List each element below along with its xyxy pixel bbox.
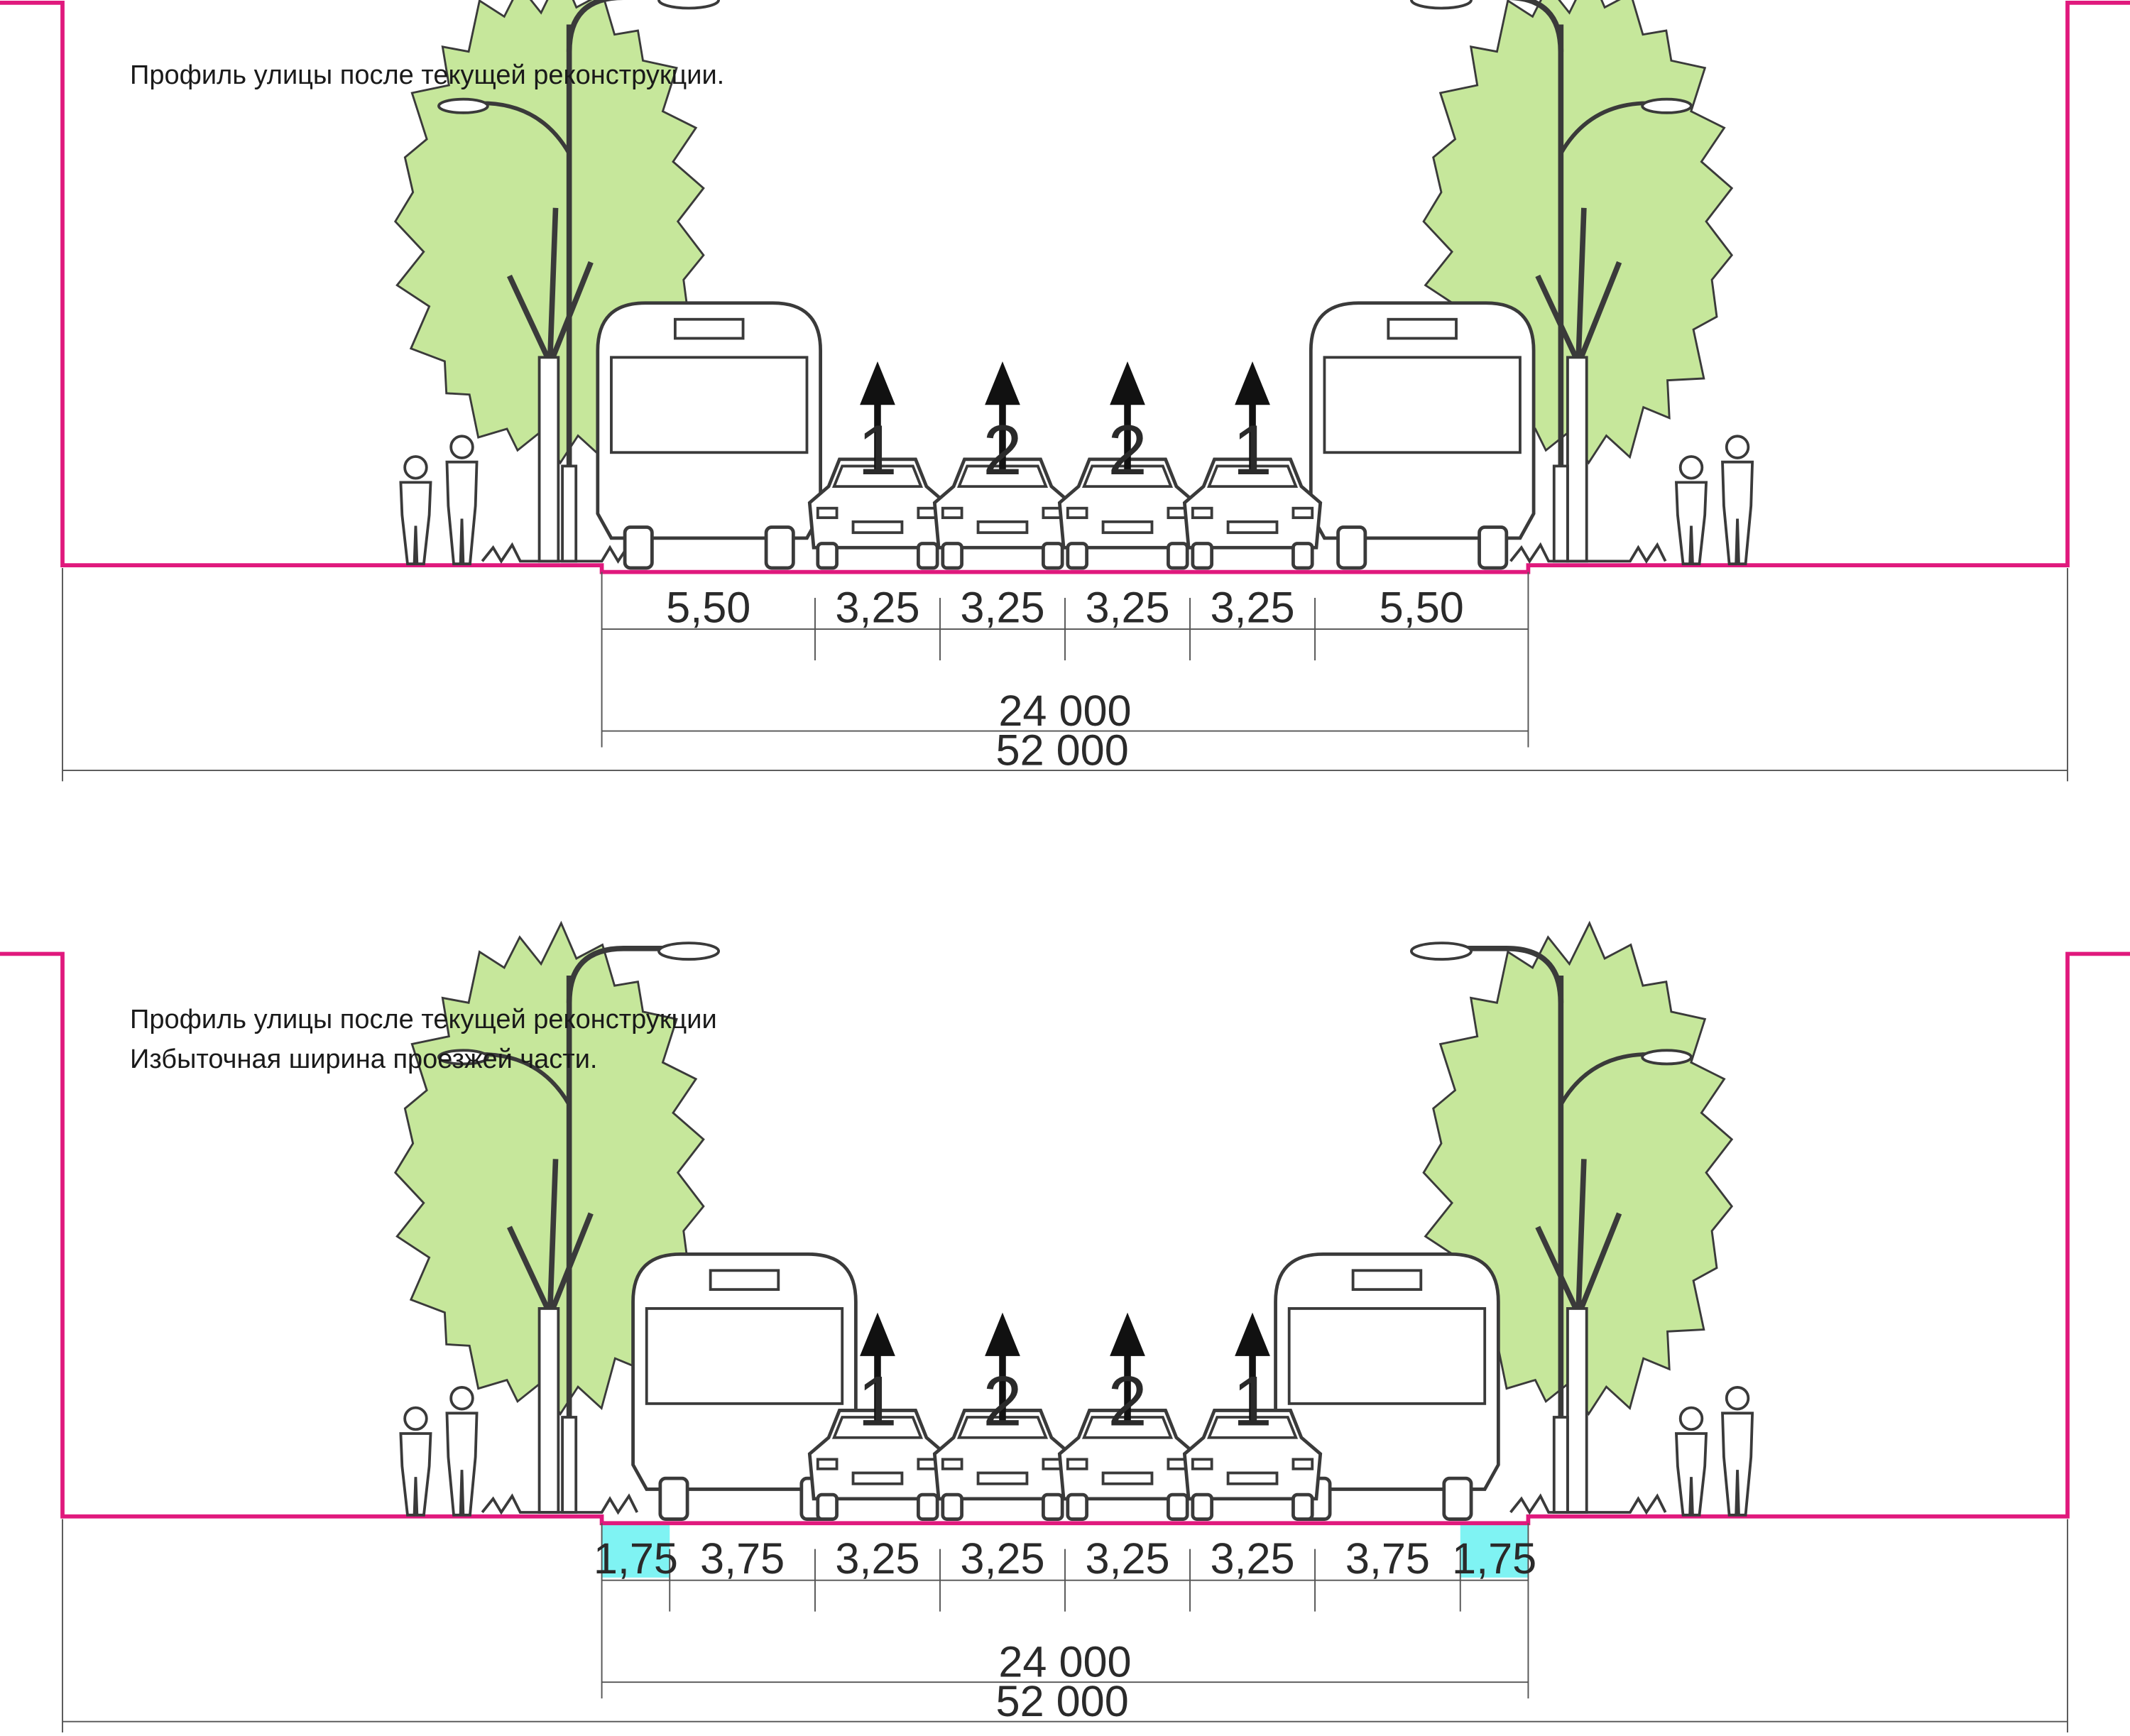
section-2-profile: 1,75 3,75 3,25 3,25 3,25 3,25 3,75 1,75 24 00052… xyxy=(0,920,2130,1733)
lane-width-label: 3,25 xyxy=(1210,1534,1294,1583)
lane-number: 1 xyxy=(1233,411,1272,490)
lane-width-label: 3,75 xyxy=(700,1534,785,1583)
pedestrians-icon xyxy=(399,1386,479,1517)
pedestrians-icon xyxy=(1674,435,1754,566)
lane-number: 2 xyxy=(1108,1362,1147,1441)
lane-width-label: 3,25 xyxy=(1210,583,1294,631)
arrow-up-icon xyxy=(1110,1312,1145,1424)
car-icon xyxy=(1182,457,1323,570)
lane-width-label: 5,50 xyxy=(1380,583,1464,631)
arrow-up-icon xyxy=(985,361,1020,473)
car-icon xyxy=(1057,457,1198,570)
lane-width-label: 3,25 xyxy=(835,1534,919,1583)
lane-width-label: 3,25 xyxy=(960,1534,1044,1583)
pedestrians-icon xyxy=(1674,1386,1754,1517)
arrow-up-icon xyxy=(860,1312,895,1424)
arrow-up-icon xyxy=(1235,361,1270,473)
lane-width-label: 3,25 xyxy=(1085,1534,1169,1583)
arrow-up-icon xyxy=(1110,361,1145,473)
roadway-total-label: 24 000 xyxy=(998,1638,1131,1686)
bus-icon xyxy=(596,301,823,570)
arrow-up-icon xyxy=(985,1312,1020,1424)
lane-width-label: 5,50 xyxy=(666,583,750,631)
bus-icon xyxy=(1309,301,1536,570)
lane-width-label: 3,75 xyxy=(1345,1534,1430,1583)
section-1-title-line-1: Профиль улицы после текущей реконструкци… xyxy=(130,60,725,90)
lane-width-label: 3,25 xyxy=(1085,583,1169,631)
section-2-title: Профиль улицы после текущей реконструкци… xyxy=(130,1000,717,1079)
lane-number: 1 xyxy=(858,411,897,490)
lane-width-label: 1,75 xyxy=(1452,1534,1536,1583)
lane-width-label: 3,25 xyxy=(960,583,1044,631)
street-lamp-icon xyxy=(1409,0,1693,563)
street-lamp-icon xyxy=(1409,941,1693,1514)
tree-icon xyxy=(393,920,705,1515)
tree-icon xyxy=(1422,920,1734,1515)
lane-width-label: 3,25 xyxy=(835,583,919,631)
street-lamp-icon xyxy=(437,0,721,563)
pedestrians-icon xyxy=(399,435,479,566)
section-2-title-line-1: Профиль улицы после текущей реконструкци… xyxy=(130,1005,717,1034)
bus-icon xyxy=(631,1252,858,1521)
arrow-up-icon xyxy=(1235,1312,1270,1424)
lane-number: 2 xyxy=(1108,411,1147,490)
car-icon xyxy=(932,1409,1073,1521)
bike-lane-right xyxy=(1460,1523,1529,1578)
lane-number: 2 xyxy=(983,411,1022,490)
arrow-up-icon xyxy=(860,361,895,473)
bike-lane-left xyxy=(601,1523,670,1578)
lane-number: 1 xyxy=(858,1362,897,1441)
car-icon xyxy=(807,457,948,570)
section-2-title-line-2: Избыточная ширина проезжей части. xyxy=(130,1044,598,1074)
lane-number: 1 xyxy=(1233,1362,1272,1441)
street-total-label: 52 000 xyxy=(996,1677,1129,1725)
street-outline xyxy=(0,0,2130,574)
lane-number: 2 xyxy=(983,1362,1022,1441)
roadway-total-label: 24 000 xyxy=(998,687,1131,735)
street-lamp-icon xyxy=(437,941,721,1514)
car-icon xyxy=(1182,1409,1323,1521)
street-total-label: 52 000 xyxy=(996,726,1129,774)
section-1-title: Профиль улицы после текущей реконструкци… xyxy=(130,55,724,95)
bus-icon xyxy=(1274,1252,1500,1521)
street-outline xyxy=(0,951,2130,1526)
lane-width-label: 1,75 xyxy=(594,1534,678,1583)
